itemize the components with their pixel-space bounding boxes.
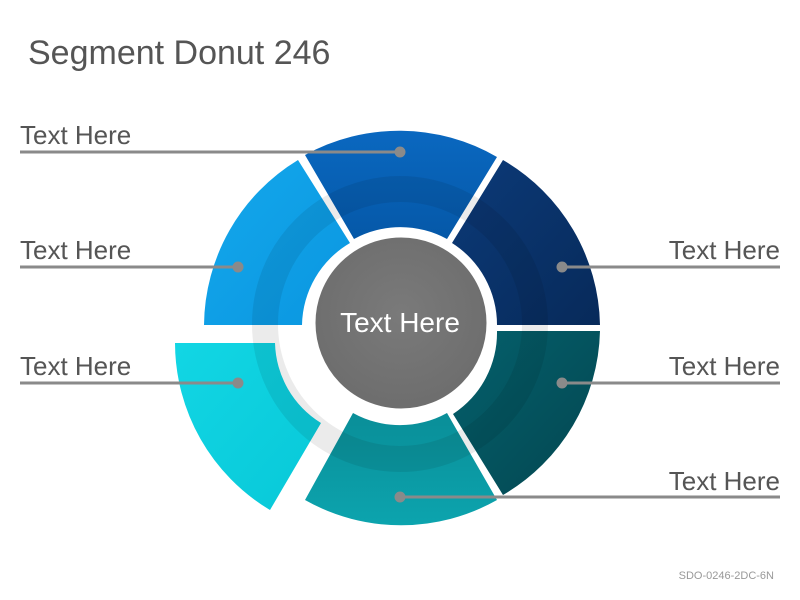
callout-label-left-2: Text Here [20,235,132,265]
callout-label-left-1: Text Here [20,120,132,150]
page-title: Segment Donut 246 [28,34,331,72]
donut-ring [175,130,600,526]
leader-lines [20,146,780,503]
callout-label-left-3: Text Here [20,351,132,381]
segment-top [305,130,497,239]
segment-upper-right [452,160,600,325]
center-circle [310,232,492,414]
callout-label-right-1: Text Here [668,235,780,265]
leader-dot-left-2 [232,261,244,273]
callout-label-right-3: Text Here [668,466,780,496]
footer-code: SDO-0246-2DC-6N [678,570,774,582]
leader-dot-right-1 [556,261,568,273]
leader-dot-right-3 [394,491,406,503]
leader-dot-right-2 [556,377,568,389]
segment-lower-right [453,331,600,495]
center-label: Text Here [340,307,460,338]
leader-dot-left-3 [232,377,244,389]
callout-label-right-2: Text Here [668,351,780,381]
leader-dot-left-1 [394,146,406,158]
segment-lower-left-exploded [175,343,321,510]
segment-upper-left [204,160,350,325]
inner-shading [252,176,548,472]
